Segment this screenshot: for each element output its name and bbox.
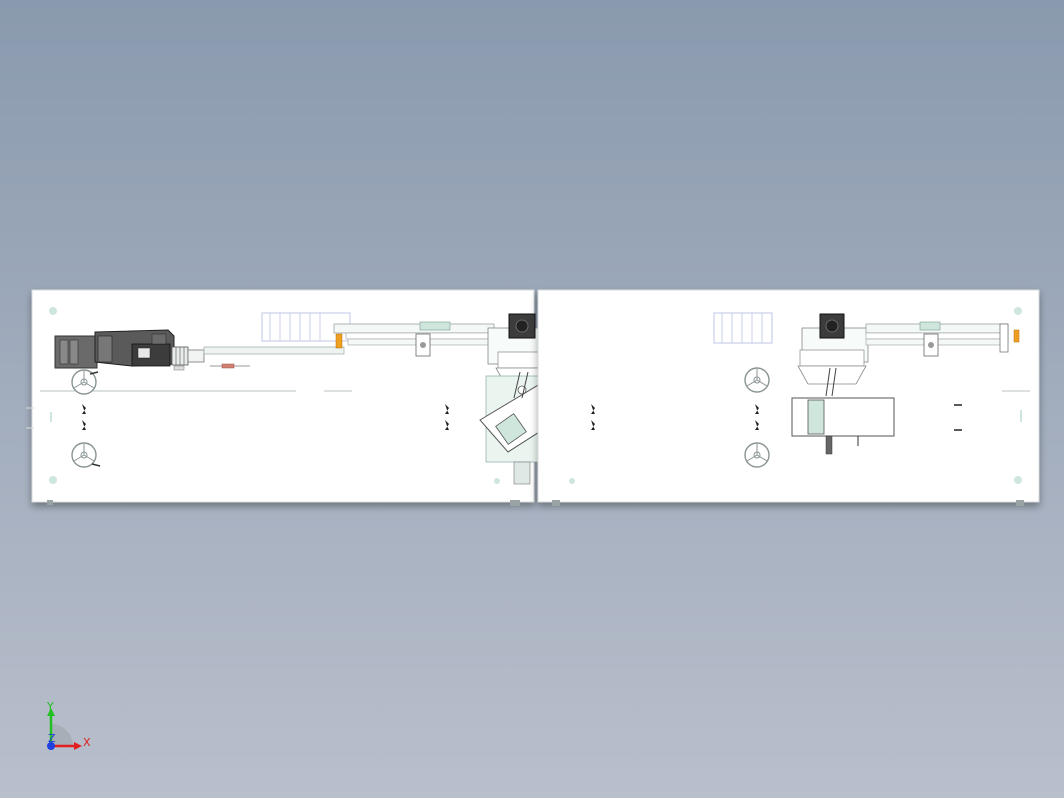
plate-foot xyxy=(510,500,520,506)
coordinate-triad: Y X Z xyxy=(46,700,91,750)
handwheel[interactable] xyxy=(71,442,101,468)
z-axis-label: Z xyxy=(48,732,56,745)
mount-hole xyxy=(49,307,57,315)
plate-foot xyxy=(47,500,53,505)
plate-foot xyxy=(1016,500,1024,506)
servo-motor-assembly[interactable] xyxy=(54,329,175,369)
linear-rail[interactable] xyxy=(865,321,1020,357)
y-axis-arrow xyxy=(47,708,55,716)
rotary-actuator-head[interactable] xyxy=(791,313,895,455)
plate-foot xyxy=(552,500,560,506)
mount-hole xyxy=(494,478,500,484)
x-axis-label: X xyxy=(83,736,91,749)
mount-hole xyxy=(1014,307,1022,315)
handwheel[interactable] xyxy=(744,367,770,393)
left-base-plate[interactable] xyxy=(31,289,535,506)
mount-hole xyxy=(49,476,57,484)
handwheel[interactable] xyxy=(744,442,770,468)
clamp-marker xyxy=(591,404,1022,431)
y-axis-label: Y xyxy=(46,700,54,713)
right-base-plate[interactable] xyxy=(537,289,1040,506)
clamp-marker xyxy=(26,404,449,430)
z-axis-dot xyxy=(47,742,55,750)
mount-hole xyxy=(1014,476,1022,484)
mount-hole xyxy=(569,478,575,484)
cable-drag-chain xyxy=(713,312,773,344)
coupling-shaft xyxy=(171,346,345,371)
handwheel[interactable] xyxy=(71,369,99,395)
x-axis-arrow xyxy=(74,742,82,750)
